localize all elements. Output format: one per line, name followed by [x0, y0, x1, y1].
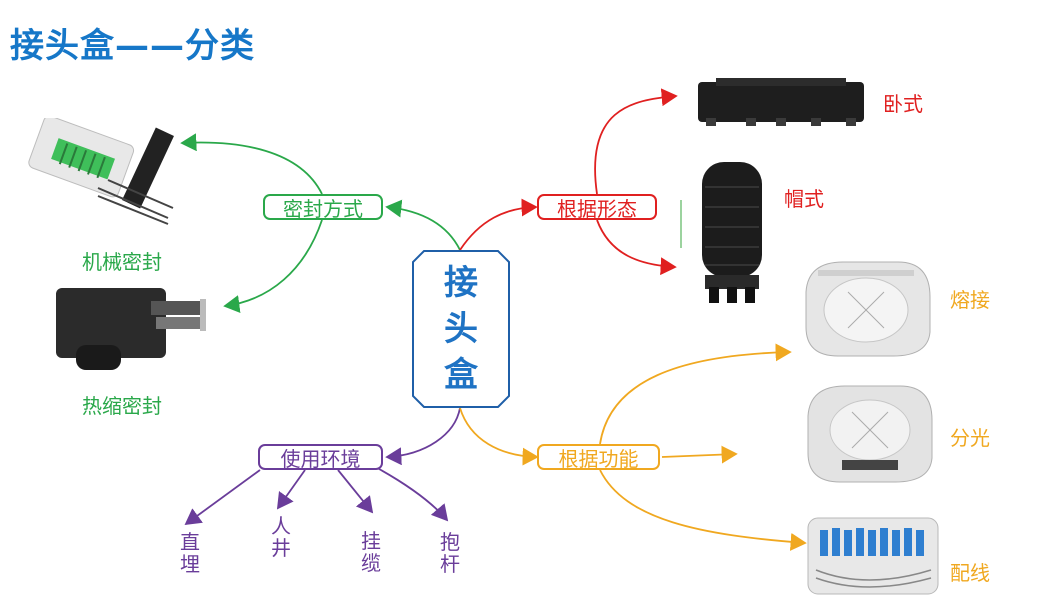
line-shape-to-horizontal — [594, 88, 678, 195]
category-shape: 根据形态 — [537, 194, 657, 221]
page-title: 接头盒——分类 — [10, 26, 255, 66]
label-heat-shrink-seal: 热缩密封 — [82, 394, 162, 418]
line-env-to-renjing — [276, 469, 306, 510]
label-mechanical-seal: 机械密封 — [82, 250, 162, 274]
line-center-to-function — [459, 407, 539, 466]
line-shape-to-dome — [596, 219, 677, 276]
center-char-3: 盒 — [444, 355, 478, 395]
heat-shrink-seal-image — [56, 288, 206, 370]
line-env-to-zhimai — [184, 469, 261, 526]
line-center-to-shape — [459, 198, 538, 251]
center-char-2: 头 — [444, 309, 478, 349]
line-env-to-gualan — [337, 469, 374, 514]
label-horizontal: 卧式 — [883, 92, 923, 116]
distribution-tray-image — [807, 517, 939, 595]
category-environment: 使用环境 — [258, 444, 383, 471]
line-sealing-to-mechanical — [180, 133, 323, 195]
category-sealing: 密封方式 — [263, 194, 383, 221]
label-fusion: 熔接 — [950, 288, 990, 312]
line-function-to-fusion — [599, 343, 792, 445]
line-function-to-splitting — [661, 445, 738, 464]
label-direct-burial: 直埋 — [180, 530, 200, 576]
line-sealing-to-heatshrink — [223, 219, 323, 314]
label-dome: 帽式 — [784, 187, 824, 211]
label-pole-mount: 抱杆 — [440, 530, 460, 576]
line-center-to-sealing — [385, 199, 461, 251]
horizontal-closure-image — [698, 78, 864, 126]
center-node: 接 头 盒 — [412, 250, 510, 408]
splitting-tray-image — [807, 385, 933, 483]
label-splitting: 分光 — [950, 426, 990, 450]
category-function: 根据功能 — [537, 444, 660, 471]
label-distribution: 配线 — [950, 561, 990, 585]
line-center-to-environment — [385, 407, 461, 466]
line-env-to-baogan — [369, 463, 449, 522]
line-function-to-distribution — [599, 469, 807, 551]
dome-closure-image — [702, 162, 762, 303]
label-manhole: 人井 — [271, 514, 291, 560]
mechanical-seal-image — [28, 118, 174, 225]
label-aerial: 挂缆 — [361, 529, 381, 575]
center-char-1: 接 — [444, 263, 478, 303]
fusion-tray-image — [805, 261, 931, 357]
